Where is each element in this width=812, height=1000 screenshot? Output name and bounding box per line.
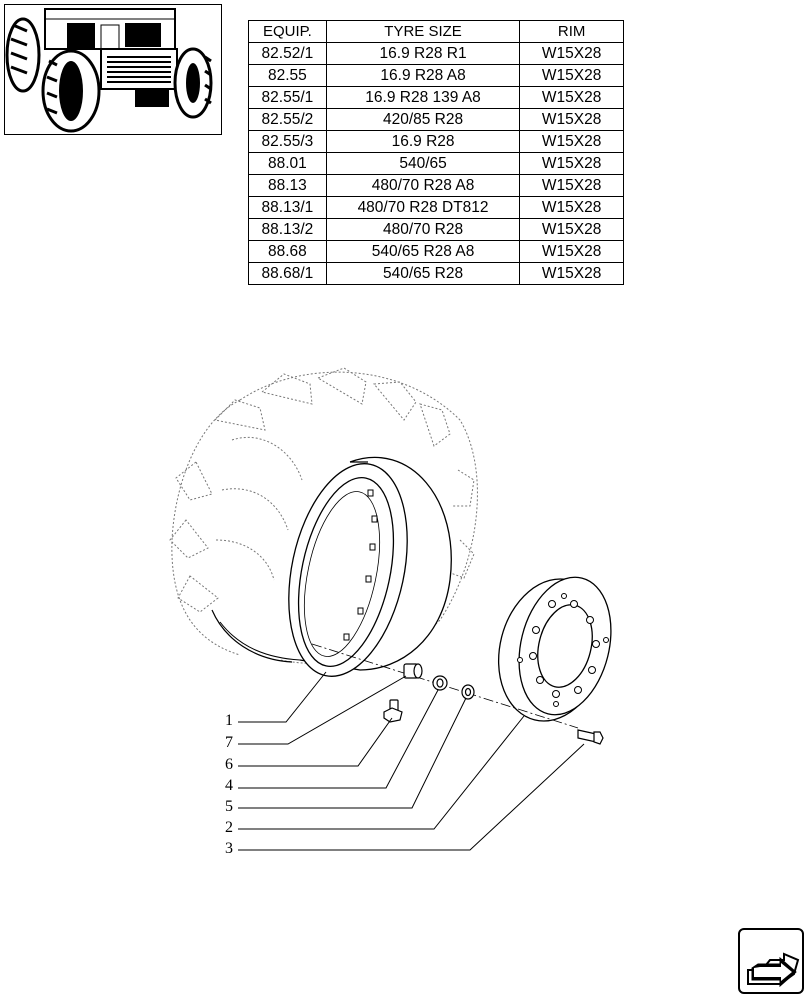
callout-5: 5: [225, 798, 233, 815]
tyre-size-cell: 540/65: [325, 152, 521, 175]
rim-cell: W15X28: [519, 152, 624, 175]
washer-part: [461, 684, 475, 700]
rim-cell: W15X28: [519, 130, 624, 153]
short-bolt-part: [383, 699, 403, 723]
tyre-size-cell: 480/70 R28 DT812: [325, 196, 521, 219]
rim-cell: W15X28: [519, 64, 624, 87]
rim-part: [288, 456, 452, 677]
tyre-size-cell: 420/85 R28: [325, 108, 521, 131]
tyre-outline: [169, 367, 478, 665]
tractor-thumbnail: [4, 4, 222, 135]
rim-cell: W15X28: [519, 262, 624, 285]
long-bolt-part: [577, 729, 604, 745]
tyre-size-cell: 540/65 R28: [325, 262, 521, 285]
next-page-arrow-icon: [747, 952, 800, 988]
callout-3: 3: [225, 840, 233, 857]
tyre-size-cell: 16.9 R28 139 A8: [325, 86, 521, 109]
tyre-size-cell: 16.9 R28 A8: [325, 64, 521, 87]
nut-part: [432, 675, 448, 691]
equip-cell: 88.68/1: [248, 262, 327, 285]
callout-6: 6: [225, 756, 233, 773]
wheel-disc-part: [497, 576, 612, 722]
equip-cell: 88.13/1: [248, 196, 327, 219]
callout-4: 4: [225, 777, 233, 794]
callout-1: 1: [225, 712, 233, 729]
rim-cell: W15X28: [519, 196, 624, 219]
tractor-front-icon: [5, 8, 213, 133]
tyre-size-cell: 540/65 R28 A8: [325, 240, 521, 263]
tyre-size-cell: 16.9 R28: [325, 130, 521, 153]
column-header-equip: EQUIP.: [248, 20, 327, 43]
rim-cell: W15X28: [519, 86, 624, 109]
next-page-button[interactable]: [738, 928, 804, 994]
equip-cell: 88.01: [248, 152, 327, 175]
leader-lines: [238, 671, 585, 851]
spacer-part: [403, 663, 423, 679]
equip-cell: 82.52/1: [248, 42, 327, 65]
column-header-rim: RIM: [519, 20, 624, 43]
callout-2: 2: [225, 819, 233, 836]
callout-7: 7: [225, 734, 233, 751]
